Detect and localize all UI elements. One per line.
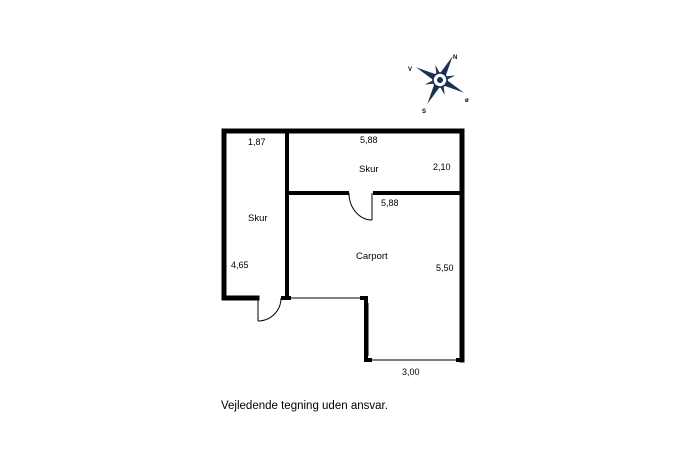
dimension-skur-left-width: 1,87 [248, 137, 266, 147]
door-skur-left [257, 297, 282, 322]
dimension-carport-depth: 5,50 [436, 263, 454, 273]
disclaimer-text: Vejledende tegning uden ansvar. [221, 400, 388, 412]
room-label-skur-left: Skur [248, 213, 268, 224]
compass-south-label: S [422, 109, 426, 115]
dimension-skur-left-depth: 4,65 [231, 260, 249, 270]
dimension-carport-width: 5,88 [381, 198, 399, 208]
compass-rose-icon [416, 56, 464, 104]
compass-west-label: V [408, 67, 412, 73]
room-label-skur-top: Skur [359, 164, 379, 175]
door-skur-top [348, 192, 373, 221]
dimension-skur-top-width: 5,88 [360, 135, 378, 145]
dimension-carport-opening: 3,00 [402, 367, 420, 377]
compass-east-label: ø [465, 98, 469, 104]
room-label-carport: Carport [356, 251, 388, 262]
outer-walls [221, 128, 465, 363]
interior-walls [281, 131, 462, 362]
dimension-skur-top-depth: 2,10 [433, 162, 451, 172]
compass-north-label: N [453, 55, 457, 61]
